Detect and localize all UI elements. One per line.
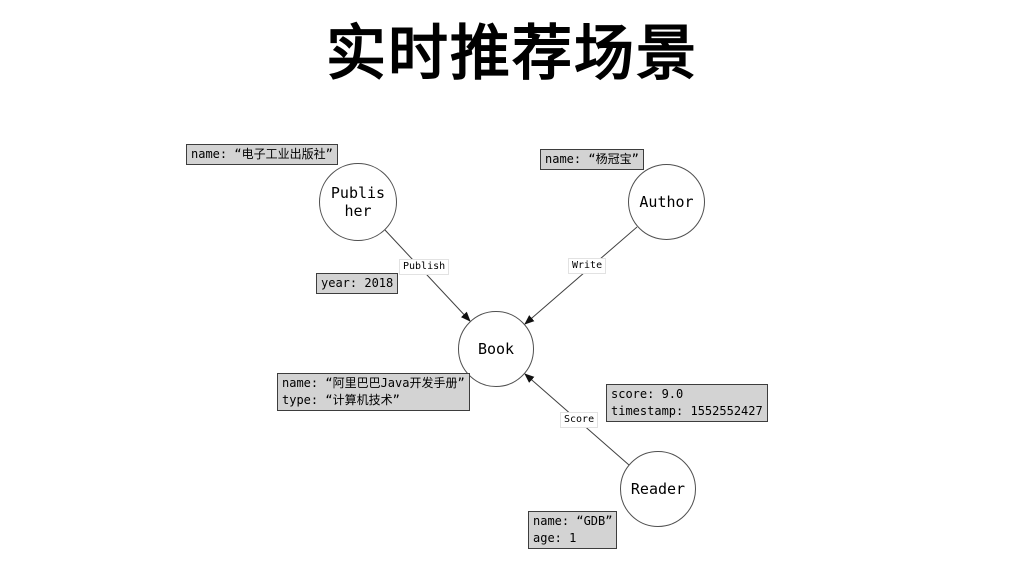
edge-write-line [524, 226, 638, 325]
node-reader: Reader [620, 451, 696, 527]
node-author: Author [628, 164, 705, 240]
property-box-author: name: “杨冠宝” [540, 149, 644, 170]
property-box-reader: name: “GDB” age: 1 [528, 511, 618, 549]
property-reader-name: name: “GDB” [533, 514, 613, 528]
property-box-score-edge: score: 9.0 timestamp: 1552552427 [606, 384, 768, 422]
edge-label-score: Score [560, 412, 599, 428]
property-reader-age: age: 1 [533, 531, 577, 545]
edge-label-publish: Publish [399, 259, 450, 275]
node-book-label: Book [477, 340, 515, 358]
property-publish-year: year: 2018 [321, 276, 394, 290]
property-publisher-name: name: “电子工业出版社” [191, 147, 333, 161]
property-book-name: name: “阿里巴巴Java开发手册” [282, 376, 465, 390]
node-author-label: Author [639, 193, 694, 211]
property-box-publish-edge: year: 2018 [316, 273, 399, 294]
property-score-value: score: 9.0 [611, 387, 684, 401]
property-box-publisher: name: “电子工业出版社” [186, 144, 338, 165]
property-author-name: name: “杨冠宝” [545, 152, 639, 166]
edge-publish-line [384, 229, 471, 322]
property-box-book: name: “阿里巴巴Java开发手册” type: “计算机技术” [277, 373, 470, 411]
slide-title: 实时推荐场景 [326, 19, 698, 89]
node-book: Book [458, 311, 534, 387]
node-publisher-label: Publis her [330, 184, 386, 220]
property-book-type: type: “计算机技术” [282, 393, 400, 407]
edge-label-write: Write [568, 258, 607, 274]
node-publisher: Publis her [319, 163, 397, 241]
property-score-timestamp: timestamp: 1552552427 [611, 404, 763, 418]
node-reader-label: Reader [630, 480, 686, 498]
